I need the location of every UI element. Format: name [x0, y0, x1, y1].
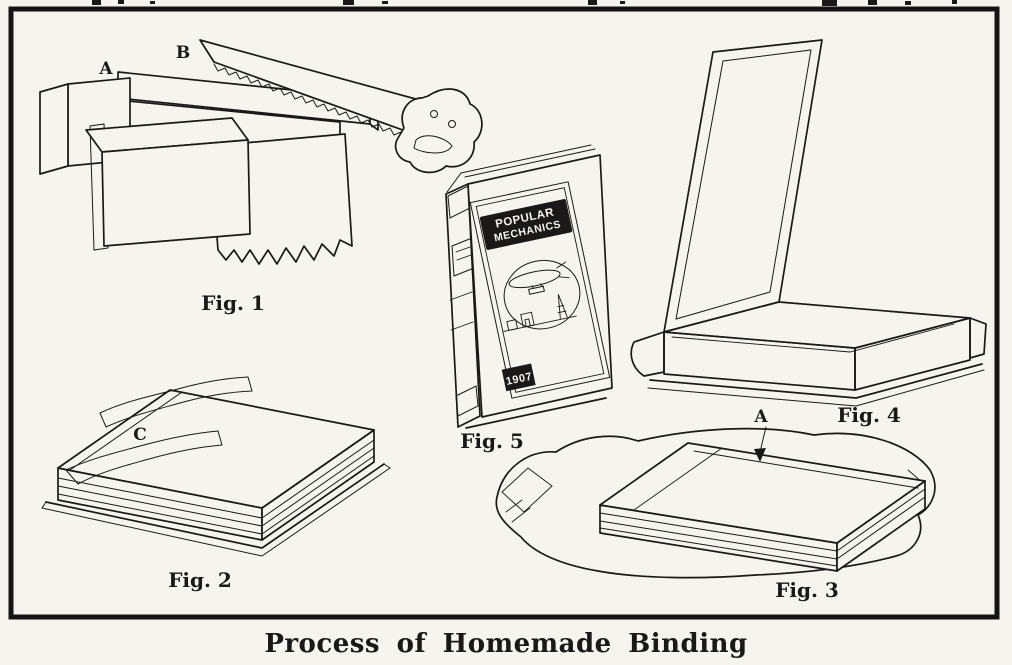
- saw-teeth: [213, 63, 435, 148]
- book-block: [57, 389, 375, 541]
- book-block: [663, 301, 971, 391]
- fig1-sawing-scene: A B Fig. 1: [39, 39, 483, 315]
- cloth-strip-lower: [65, 430, 223, 485]
- cloth-strip-upper: [99, 376, 253, 428]
- book-base-line: [465, 397, 607, 429]
- handle-grip-cutout: [413, 135, 453, 154]
- fig1-caption: Fig. 1: [201, 291, 265, 315]
- bottom-cover-edges: [647, 363, 985, 407]
- fig3-caption: Fig. 3: [775, 578, 839, 602]
- tower-icon: [557, 294, 568, 319]
- fig3-covering-scene: A Fig. 3: [495, 407, 936, 602]
- press-board: [85, 117, 251, 247]
- fig2-glued-block: C Fig. 2: [41, 376, 391, 592]
- year-box: [501, 363, 536, 392]
- fig2-caption: Fig. 2: [168, 568, 232, 592]
- spine-hatch: [56, 389, 184, 471]
- paper-crease-lines: [505, 469, 923, 523]
- pointer-arrow: [754, 426, 767, 462]
- cover-flap-right: [969, 317, 987, 359]
- fig4-open-cover: Fig. 4: [630, 39, 987, 427]
- plate-caption: Process of Homemade Binding: [264, 629, 748, 659]
- airship-icon: [508, 261, 570, 295]
- open-cover-lid: [663, 39, 823, 333]
- buildings-icon: [503, 311, 577, 332]
- fig4-caption: Fig. 4: [837, 403, 901, 427]
- fig5-caption: Fig. 5: [460, 429, 524, 453]
- cover-banner: [479, 199, 573, 250]
- paper-crumple-shading: [501, 467, 553, 513]
- fig1-label-b: B: [176, 43, 190, 63]
- fig5-finished-book: POPULAR MECHANICS 1907 Fig. 5: [445, 144, 613, 453]
- handle-hole-2: [448, 120, 456, 128]
- fig1-label-a: A: [98, 59, 113, 79]
- bottom-cover-edges: [41, 463, 391, 557]
- hand-saw: [199, 39, 483, 174]
- top-page-edges: [446, 144, 596, 193]
- fig3-label-a: A: [753, 407, 768, 427]
- handle-hole-1: [430, 110, 438, 118]
- saw-handle: [394, 88, 483, 174]
- cover-year: 1907: [505, 371, 533, 388]
- cover-wreath: [503, 260, 581, 330]
- spine-shading: [598, 442, 724, 511]
- cropped-print-fragments: [92, 0, 957, 6]
- stack-edge-sliver: [89, 123, 109, 251]
- fig2-label-c: C: [133, 425, 147, 445]
- book-being-covered: [598, 442, 926, 572]
- cover-flap-left: [630, 331, 665, 377]
- border-frame: [8, 6, 1000, 620]
